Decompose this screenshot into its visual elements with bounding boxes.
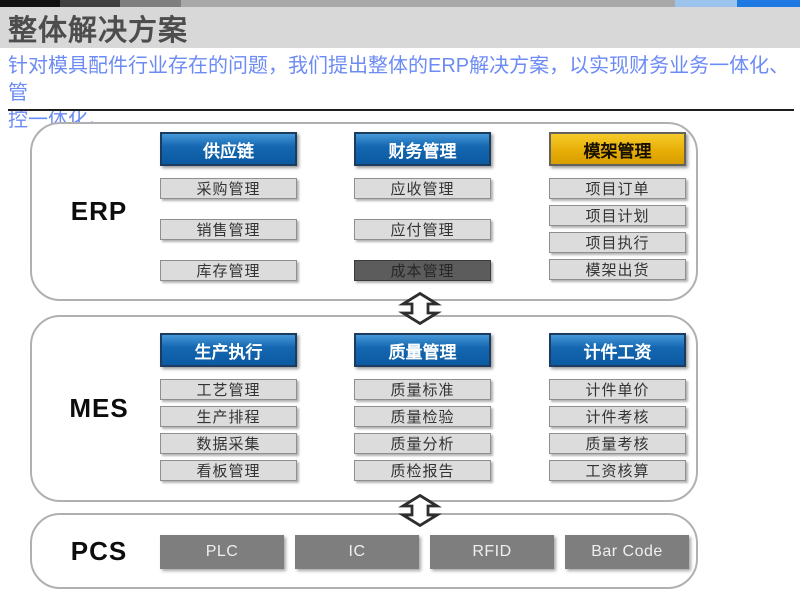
strip-segment [675, 0, 737, 7]
pcs-device-barcode: Bar Code [565, 535, 689, 569]
module-button: 应收管理 [354, 178, 491, 199]
pcs-device-plc: PLC [160, 535, 284, 569]
module-button: 质量检验 [354, 406, 491, 427]
pcs-device-ic: IC [295, 535, 419, 569]
module-button: 看板管理 [160, 460, 297, 481]
erp-section-label: ERP [70, 196, 128, 226]
pcs-device-rfid: RFID [430, 535, 554, 569]
module-button-highlighted-dark: 成本管理 [354, 260, 491, 281]
pcs-section-box: PCS PLC IC RFID Bar Code [30, 513, 698, 589]
erp-supply-chain-items: 采购管理 销售管理 库存管理 [160, 178, 297, 281]
subtitle-line-1: 针对模具配件行业存在的问题，我们提出整体的ERP解决方案，以实现财务业务一体化、… [8, 55, 790, 104]
strip-segment [60, 0, 120, 7]
mes-header-production: 生产执行 [160, 333, 297, 367]
slide-subtitle: 针对模具配件行业存在的问题，我们提出整体的ERP解决方案，以实现财务业务一体化、… [8, 53, 794, 134]
module-button: 质量分析 [354, 433, 491, 454]
mes-column-piece-wage: 计件工资 计件单价 计件考核 质量考核 工资核算 [549, 333, 686, 481]
erp-header-mold-frame: 模架管理 [549, 132, 686, 166]
mes-piece-wage-items: 计件单价 计件考核 质量考核 工资核算 [549, 379, 686, 481]
module-button: 质检报告 [354, 460, 491, 481]
page-title: 整体解决方案 [8, 14, 189, 47]
module-button: 销售管理 [160, 219, 297, 240]
mes-section-box: MES 生产执行 工艺管理 生产排程 数据采集 看板管理 质量管理 质量标准 质… [30, 315, 698, 502]
module-button: 计件考核 [549, 406, 686, 427]
mes-header-quality: 质量管理 [354, 333, 491, 367]
module-button: 生产排程 [160, 406, 297, 427]
erp-column-finance: 财务管理 应收管理 应付管理 成本管理 [354, 132, 491, 281]
title-band: 整体解决方案 [0, 7, 800, 48]
up-down-double-arrow-icon [398, 292, 442, 325]
mes-header-piece-wage: 计件工资 [549, 333, 686, 367]
module-button: 工艺管理 [160, 379, 297, 400]
erp-header-supply-chain: 供应链 [160, 132, 297, 166]
mes-production-items: 工艺管理 生产排程 数据采集 看板管理 [160, 379, 297, 481]
horizontal-divider [8, 109, 794, 111]
pcs-device-row: PLC IC RFID Bar Code [160, 535, 689, 569]
module-button: 质量标准 [354, 379, 491, 400]
erp-column-mold-frame: 模架管理 项目订单 项目计划 项目执行 模架出货 [549, 132, 686, 280]
strip-segment [120, 0, 181, 7]
mes-section-label: MES [69, 393, 129, 423]
module-button: 计件单价 [549, 379, 686, 400]
strip-segment [181, 0, 675, 7]
strip-segment [737, 0, 800, 7]
module-button: 数据采集 [160, 433, 297, 454]
module-button: 应付管理 [354, 219, 491, 240]
module-button: 采购管理 [160, 178, 297, 199]
up-down-double-arrow-icon [398, 494, 442, 527]
module-button: 质量考核 [549, 433, 686, 454]
module-button: 模架出货 [549, 259, 686, 280]
erp-mold-frame-items: 项目订单 项目计划 项目执行 模架出货 [549, 178, 686, 280]
module-button: 项目执行 [549, 232, 686, 253]
top-decorative-strip [0, 0, 800, 7]
mes-column-quality: 质量管理 质量标准 质量检验 质量分析 质检报告 [354, 333, 491, 481]
module-button: 工资核算 [549, 460, 686, 481]
module-button: 项目订单 [549, 178, 686, 199]
pcs-section-label: PCS [70, 535, 128, 566]
erp-column-supply-chain: 供应链 采购管理 销售管理 库存管理 [160, 132, 297, 281]
erp-header-finance: 财务管理 [354, 132, 491, 166]
strip-segment [0, 0, 60, 7]
module-button: 项目计划 [549, 205, 686, 226]
mes-quality-items: 质量标准 质量检验 质量分析 质检报告 [354, 379, 491, 481]
erp-section-box: ERP 供应链 采购管理 销售管理 库存管理 财务管理 应收管理 应付管理 成本… [30, 122, 698, 301]
module-button: 库存管理 [160, 260, 297, 281]
mes-column-production: 生产执行 工艺管理 生产排程 数据采集 看板管理 [160, 333, 297, 481]
erp-finance-items: 应收管理 应付管理 成本管理 [354, 178, 491, 281]
